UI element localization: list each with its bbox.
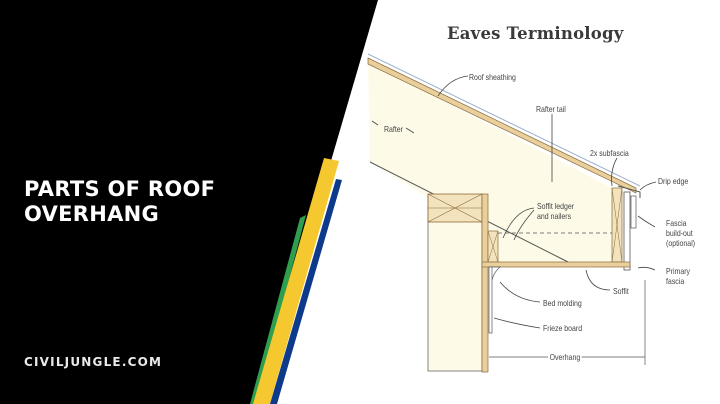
label-drip-edge: Drip edge xyxy=(658,176,689,186)
label-subfascia: 2x subfascia xyxy=(590,148,629,158)
roof-sheathing xyxy=(367,57,637,194)
label-soffit: Soffit xyxy=(613,286,629,296)
label-bed-molding: Bed molding xyxy=(543,298,582,308)
page-title: PARTS OF ROOF OVERHANG xyxy=(24,177,215,227)
label-rafter: Rafter xyxy=(384,124,403,134)
diagram-title: Eaves Terminology xyxy=(447,24,624,43)
wall-fill xyxy=(427,195,483,372)
title-line-1: PARTS OF ROOF xyxy=(24,177,216,201)
stripe-yellow xyxy=(253,158,339,404)
label-frieze-board: Frieze board xyxy=(543,323,583,333)
site-url: CIVILJUNGLE.COM xyxy=(24,355,163,369)
wall-stud xyxy=(481,193,489,373)
label-rafter-tail: Rafter tail xyxy=(536,104,566,114)
title-line-2: OVERHANG xyxy=(24,202,160,226)
stripe-blue xyxy=(270,179,342,404)
stripe-green xyxy=(250,215,306,404)
label-roof-sheathing: Roof sheathing xyxy=(469,72,516,82)
frieze-board xyxy=(488,266,493,334)
soffit-board xyxy=(481,261,631,268)
attic-fill xyxy=(368,62,612,262)
label-overhang: Overhang xyxy=(548,352,582,362)
primary-fascia xyxy=(623,191,631,271)
fascia-buildout xyxy=(630,195,637,229)
